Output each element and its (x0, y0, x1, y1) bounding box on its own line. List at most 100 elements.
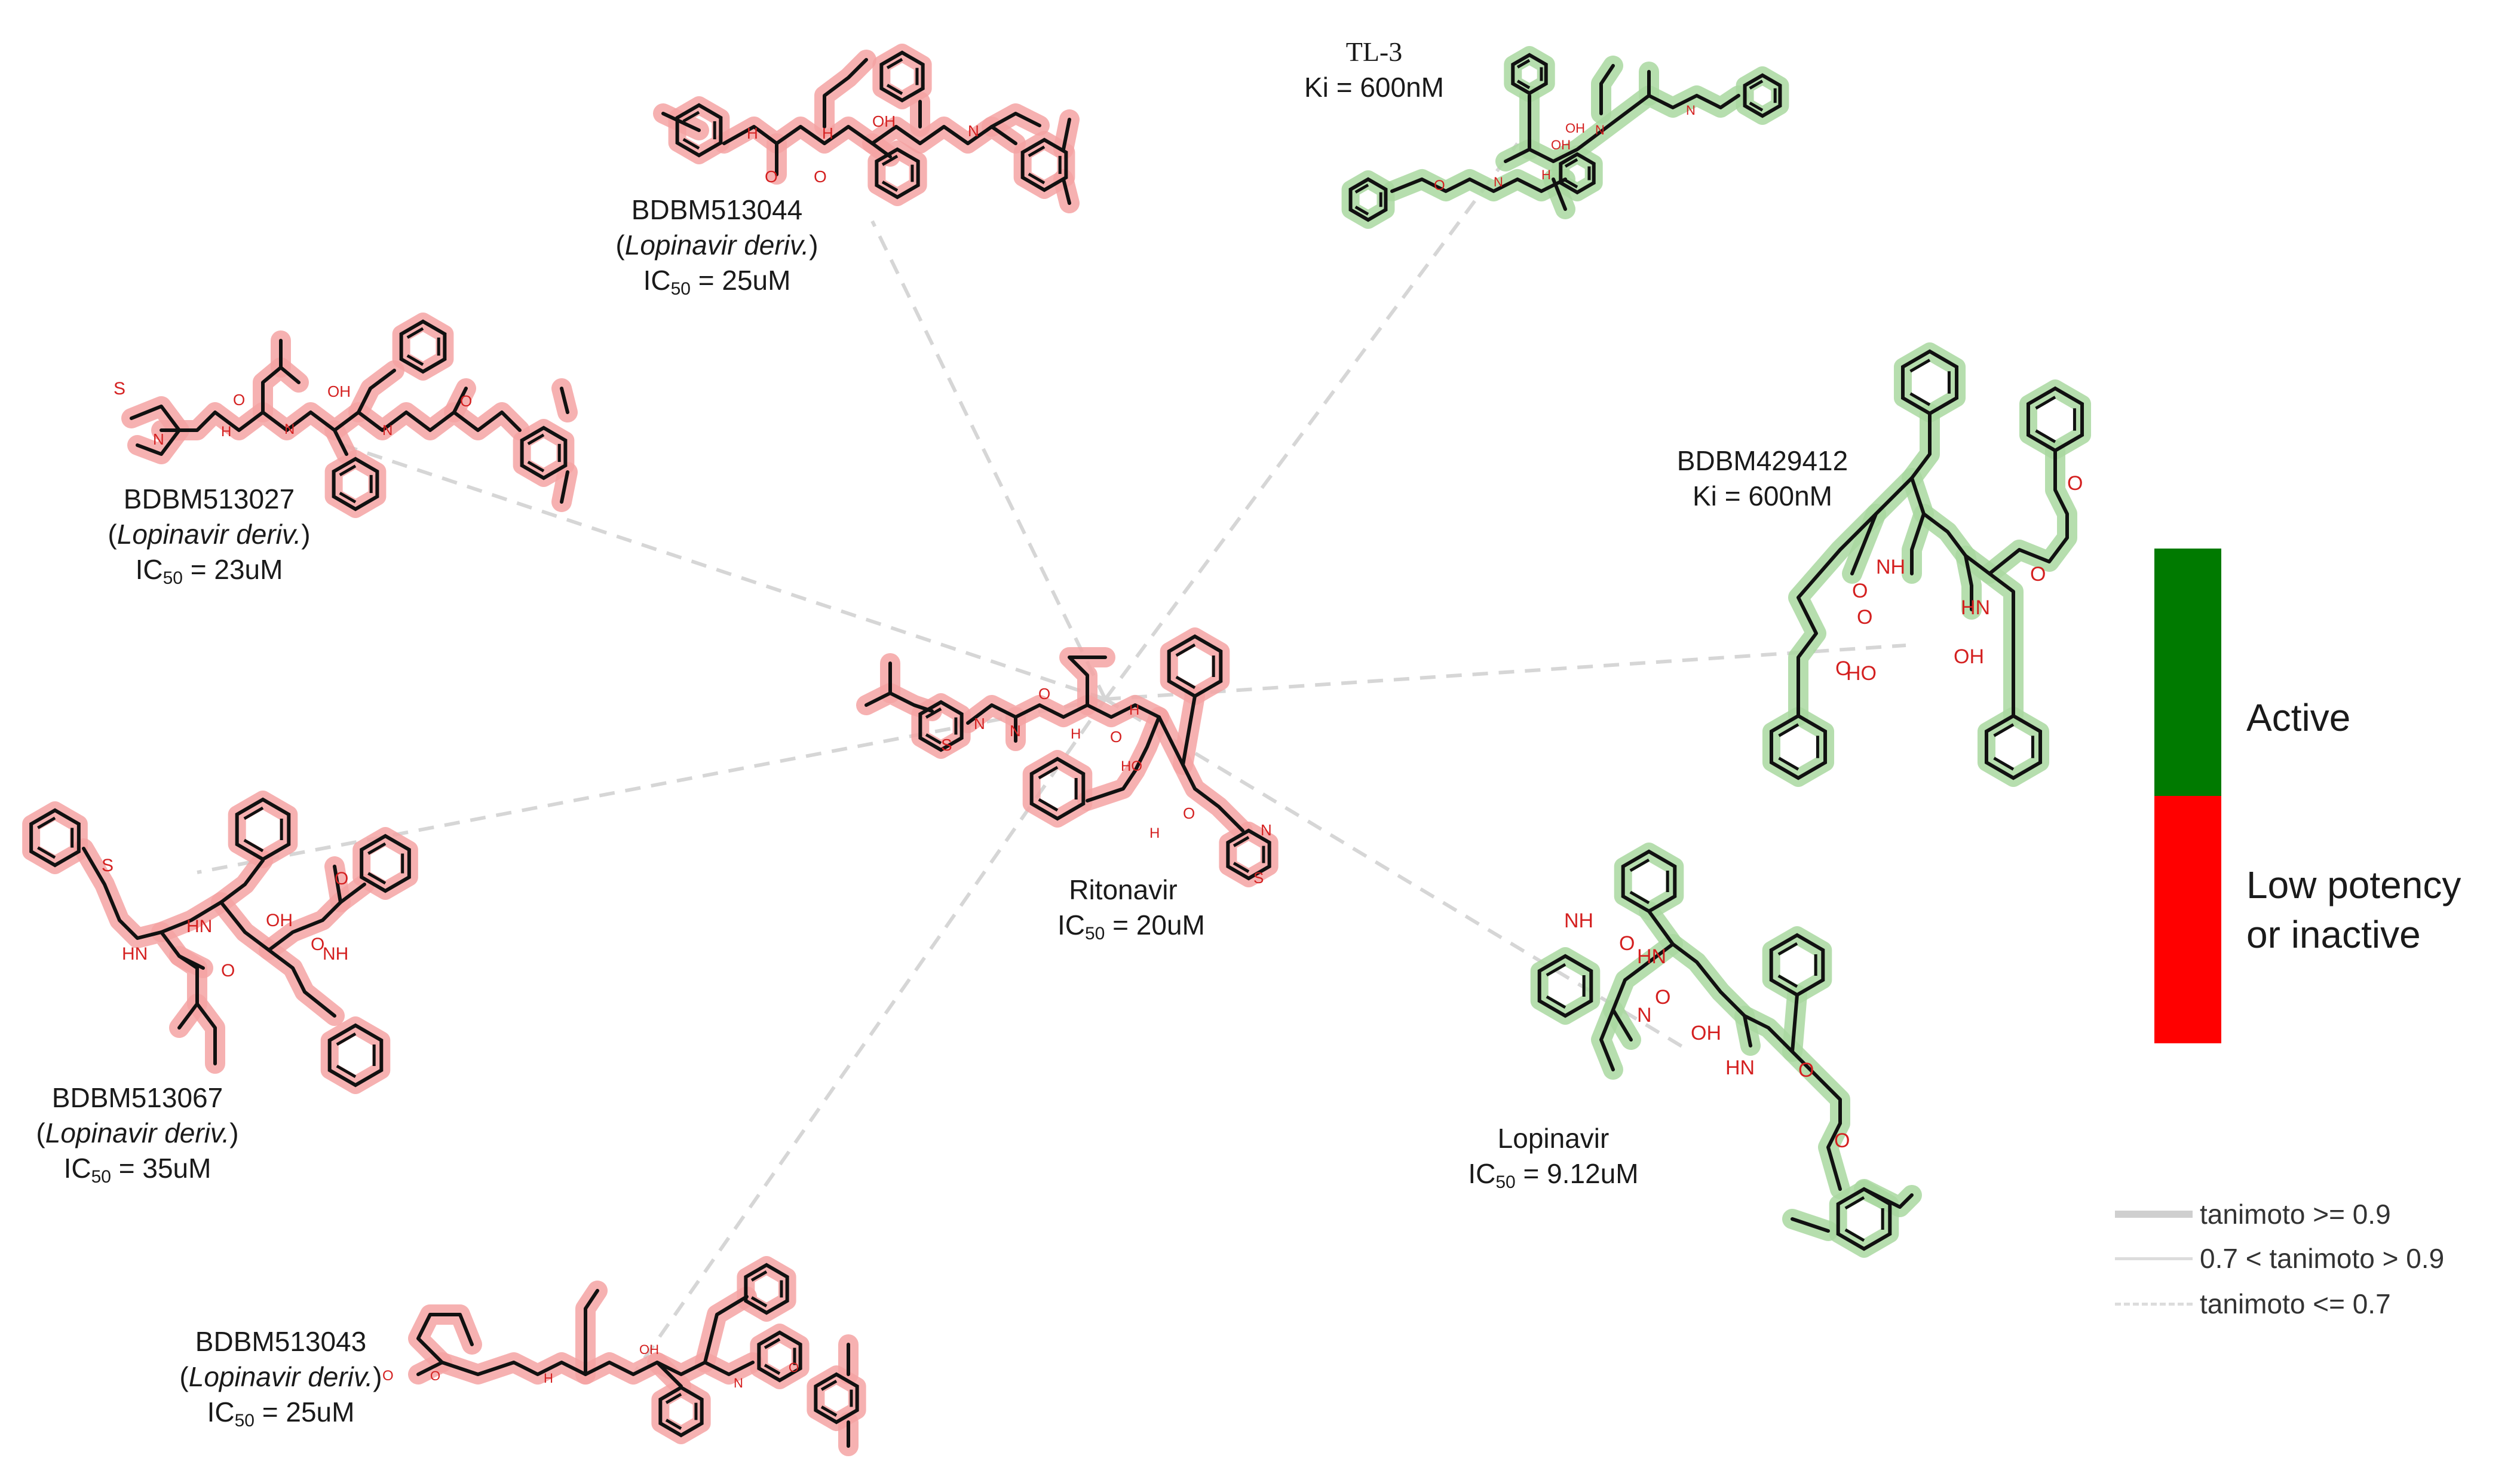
atom-label: O (2030, 563, 2046, 586)
aromatic-bond (406, 327, 424, 339)
structure-highlight (856, 627, 1279, 887)
chain-bond (1062, 118, 1071, 151)
atom-label: HO (1846, 662, 1877, 685)
similarity-edge-lopinavir (1104, 697, 1692, 1053)
chain-bond (703, 1295, 749, 1364)
atom-label: O (1857, 606, 1872, 629)
legend-line-solid-thick (2115, 1211, 2193, 1218)
atom-label: N (1494, 174, 1503, 189)
aromatic-bond (243, 806, 264, 820)
atom-label: O (430, 1368, 440, 1383)
atom-label: N (153, 430, 164, 448)
atom-label: O (233, 391, 245, 409)
aromatic-bond (665, 1393, 682, 1404)
atom-label: NH (1876, 556, 1905, 578)
aromatic-bond (336, 1032, 357, 1046)
colorbar-active-segment (2154, 549, 2221, 796)
potency-value: Ki = 600nM (1304, 71, 1444, 103)
colorbar-inactive-label-line1: Low potency (2246, 863, 2461, 906)
aromatic-bond (37, 816, 56, 829)
chain-highlight (814, 50, 876, 137)
label-bdbm513043: BDBM513043 (Lopinavir deriv.) IC50 = 25u… (179, 1324, 382, 1432)
aromatic-bond (1909, 359, 1931, 373)
chain-bond (1599, 64, 1615, 115)
aromatic-bond (1777, 942, 1798, 956)
benzene-ring (1226, 828, 1271, 881)
aromatic-bond (1233, 836, 1250, 847)
compound-name: Lopinavir (1497, 1123, 1610, 1154)
similarity-edge-bdbm513067 (197, 697, 1106, 874)
atom-label: H (747, 124, 758, 142)
aromatic-bond (665, 1419, 682, 1430)
benzene-ring (1769, 933, 1825, 997)
label-ritonavir: Ritonavir IC50 = 20uM (1057, 872, 1205, 945)
aromatic-bond (820, 1380, 838, 1391)
aromatic-bond (2035, 429, 2056, 443)
potency-value: IC50 = 25uM (207, 1396, 355, 1431)
chain-bond (267, 883, 366, 952)
potency-value: IC50 = 9.12uM (1468, 1157, 1639, 1192)
atom-label: NH (323, 944, 348, 964)
compound-name: TL-3 (1345, 36, 1403, 67)
chain-bond (177, 1002, 199, 1030)
atom-label: O (382, 1368, 394, 1384)
atom-label: H (1541, 167, 1551, 182)
benzene-ring (918, 700, 964, 752)
aromatic-bond (339, 464, 357, 477)
atom-label: S (102, 856, 114, 875)
aromatic-bond (1028, 145, 1046, 158)
chain-bond (416, 1313, 474, 1364)
atom-label: S (941, 736, 952, 754)
aromatic-bond (1844, 1196, 1865, 1210)
benzene-ring (1743, 73, 1782, 118)
benzene-ring (360, 834, 411, 893)
aromatic-bond (367, 842, 387, 855)
benzene-ring (875, 147, 920, 200)
chain-bond (416, 1361, 755, 1376)
chain-bond (1181, 694, 1197, 767)
compound-name: BDBM513067 (51, 1082, 223, 1113)
benzene-ring (1984, 713, 2043, 780)
aromatic-bond (1546, 963, 1566, 977)
aromatic-bond (37, 846, 56, 859)
aromatic-bond (820, 1405, 838, 1417)
atom-label: N (1010, 722, 1021, 740)
benzene-ring (1769, 713, 1828, 780)
chain-bond (452, 387, 468, 414)
atom-label: O (311, 935, 324, 954)
label-lopinavir: Lopinavir IC50 = 9.12uM (1452, 1121, 1655, 1194)
atom-label: OH (1691, 1022, 1721, 1045)
chain-bond (1647, 909, 1842, 1191)
aromatic-bond (750, 1270, 768, 1282)
benzene-ring (879, 50, 925, 103)
benzene-ring (399, 319, 447, 374)
benzene-ring (29, 808, 81, 868)
atom-label: O (1798, 1059, 1814, 1082)
compound-derivation: (Lopinavir deriv.) (179, 1361, 382, 1392)
aromatic-bond (1546, 995, 1566, 1009)
atom-label: OH (327, 382, 351, 400)
atom-label: N (1595, 122, 1605, 137)
aromatic-bond (1354, 206, 1369, 216)
structure-bonds (130, 319, 569, 511)
aromatic-bond (406, 354, 424, 366)
benzene-ring (1559, 152, 1596, 195)
benzene-ring (757, 1330, 802, 1383)
chain-bond (1086, 715, 1161, 802)
chain-bond (990, 112, 1041, 128)
chain-bond (1390, 177, 1567, 193)
aromatic-bond (1028, 172, 1046, 185)
compound-name: BDBM429412 (1676, 445, 1848, 476)
structure-bonds (1348, 53, 1782, 222)
atom-label: O (221, 961, 235, 981)
chain-bond (1743, 1014, 1752, 1047)
benzene-ring (1900, 349, 1959, 416)
structure-bonds (1769, 349, 2084, 780)
benzene-ring (2026, 386, 2084, 453)
chain-bond (1791, 993, 1799, 1053)
atom-label: N (1637, 1004, 1652, 1027)
